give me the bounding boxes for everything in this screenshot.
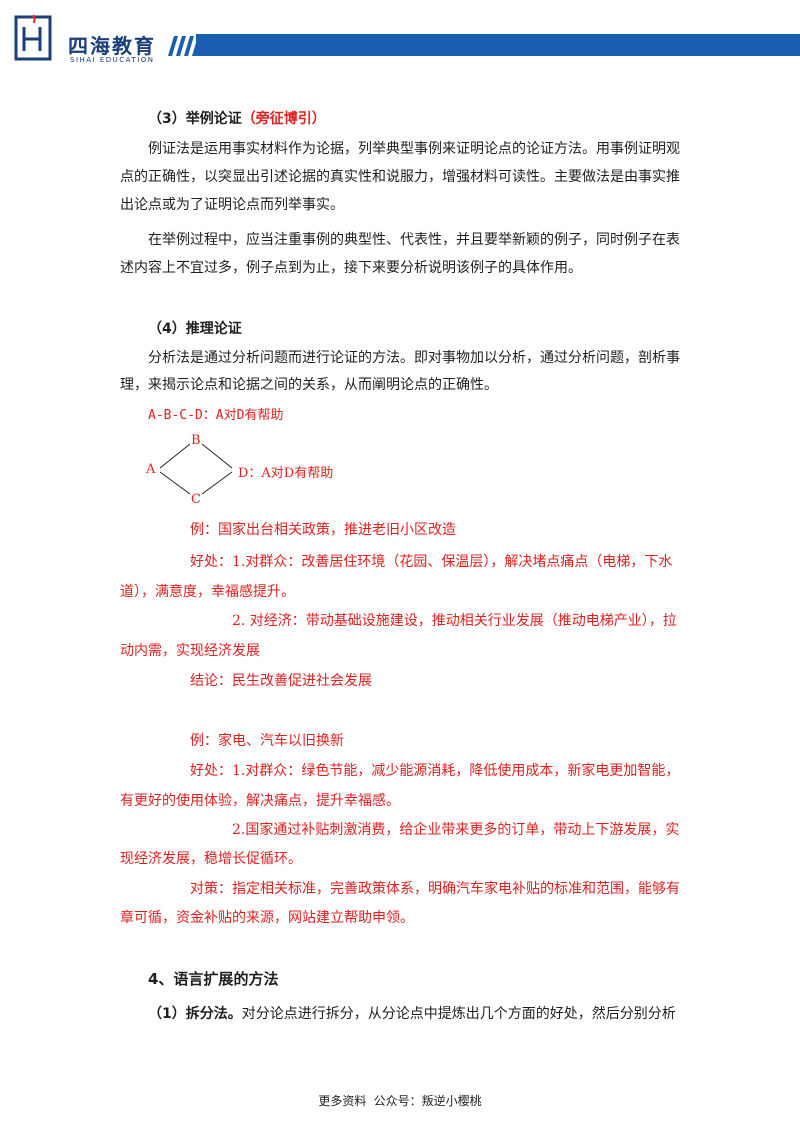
example-1-conclusion: 结论：民生改善促进社会发展 xyxy=(190,673,372,689)
split-method-label: （1）拆分法。 xyxy=(148,1006,242,1022)
heart-icon: ♥ xyxy=(581,76,590,87)
chain-label: A-B-C-D：A对D有帮助 xyxy=(148,408,284,423)
paragraph-line: 分析法是通过分析问题而进行论证的方法。即对事物加以分析，通过分析问题，剖析事 xyxy=(148,350,680,366)
section-4-heading: （4）推理论证 xyxy=(148,321,242,337)
example-1-benefit-line: 道），满意度，幸福感提升。 xyxy=(120,584,295,600)
example-1-benefit-line: 动内需，实现经济发展 xyxy=(120,643,260,659)
section-3-heading-note: （旁征博引） xyxy=(241,111,326,127)
paragraph-line: 例证法是运用事实材料作为论据，列举典型事例来证明论点的论证方法。用事例证明观 xyxy=(148,141,680,157)
example-2-benefit-line: 好处：1.对群众：绿色节能，减少能源消耗，降低使用成本，新家电更加智能， xyxy=(190,763,680,779)
example-2-benefit-line: 2.国家通过补贴刺激消费，给企业带来更多的订单，带动上下游发展，实 xyxy=(232,822,680,838)
paragraph-line: 点的正确性，以突显出引述论据的真实性和说服力，增强材料可读性。主要做法是由事实推 xyxy=(120,169,680,185)
split-method-text: 对分论点进行拆分，从分论点中提炼出几个方面的好处，然后分别分析 xyxy=(241,1006,676,1022)
node-a: A xyxy=(146,462,156,477)
example-1-benefit-line: 好处：1.对群众：改善居住环境（花园、保温层），解决堵点痛点（电梯，下水 xyxy=(190,554,673,570)
split-method-line: （1）拆分法。对分论点进行拆分，从分论点中提炼出几个方面的好处，然后分别分析 xyxy=(148,1003,676,1023)
example-2-benefit-line: 有更好的使用体验，解决痛点，提升幸福感。 xyxy=(120,793,400,809)
paragraph-line: 在举例过程中，应当注重事例的典型性、代表性，并且要举新颖的例子，同时例子在表 xyxy=(148,232,680,248)
node-b: B xyxy=(191,433,201,448)
section-4-language-heading: 4、语言扩展的方法 xyxy=(148,970,279,988)
abcd-diagram: A B C D：A对D有帮助 xyxy=(146,432,346,508)
brand-name: 四海教育 xyxy=(68,34,156,58)
example-2-benefit-line: 现经济发展，稳增长促循环。 xyxy=(120,851,302,867)
motto-text: 当努力变一定程度，幸运自会与你不期而遇。 xyxy=(592,76,792,87)
paragraph-line: 述内容上不宜过多，例子点到为止，接下来要分析说明该例子的具体作用。 xyxy=(120,260,582,276)
section-3-heading: （3）举例论证（旁征博引） xyxy=(148,111,326,127)
motto: ♥当努力变一定程度，幸运自会与你不期而遇。 xyxy=(581,72,792,87)
stripes-decoration-icon xyxy=(168,36,200,56)
node-c: C xyxy=(191,492,201,507)
example-2-title: 例：家电、汽车以旧换新 xyxy=(190,733,344,749)
paragraph-line: 出论点或为了证明论点而列举事实。 xyxy=(120,197,344,213)
page-footer: 更多资料 公众号：叛逆小樱桃 xyxy=(318,1094,482,1108)
node-d: D：A对D有帮助 xyxy=(238,466,334,481)
header-banner: ♥当努力变一定程度，幸运自会与你不期而遇。 xyxy=(196,34,800,87)
brand-name-en: SIHAI EDUCATION xyxy=(70,56,155,64)
paragraph-line: 理，来揭示论点和论据之间的关系，从而阐明论点的正确性。 xyxy=(120,377,498,393)
example-1-title: 例：国家出台相关政策，推进老旧小区改造 xyxy=(190,522,456,538)
example-2-measure-line: 对策：指定相关标准，完善政策体系，明确汽车家电补贴的标准和范围，能够有 xyxy=(190,881,680,897)
sihai-logo-icon xyxy=(14,14,52,61)
diagram-lines xyxy=(159,443,233,495)
page-header: 四海教育 SIHAI EDUCATION ♥当努力变一定程度，幸运自会与你不期而… xyxy=(0,0,800,87)
example-2-measure-line: 章可循，资金补贴的来源，网站建立帮助申领。 xyxy=(120,910,414,926)
example-1-benefit-line: 2. 对经济：带动基础设施建设，推动相关行业发展（推动电梯产业），拉 xyxy=(232,613,677,629)
